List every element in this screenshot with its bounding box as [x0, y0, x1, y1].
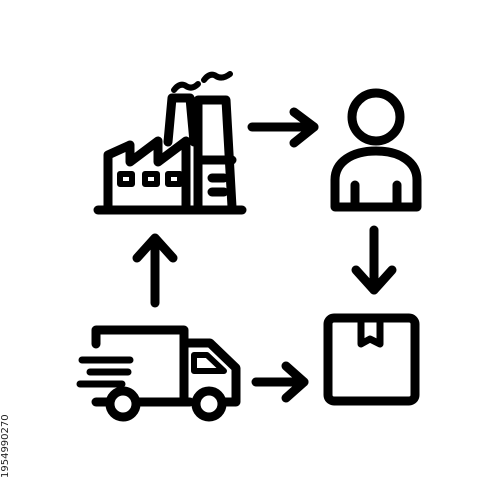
truck-icon [76, 325, 241, 422]
arrow-right-icon [247, 107, 319, 148]
person-icon [330, 88, 422, 212]
watermark-id-text: 1954990270 [0, 414, 11, 478]
arrow-up-icon [132, 233, 178, 308]
arrow-down-icon [351, 225, 397, 295]
factory-icon [93, 71, 247, 215]
box-icon [323, 313, 420, 406]
arrow-right-icon [251, 361, 309, 403]
